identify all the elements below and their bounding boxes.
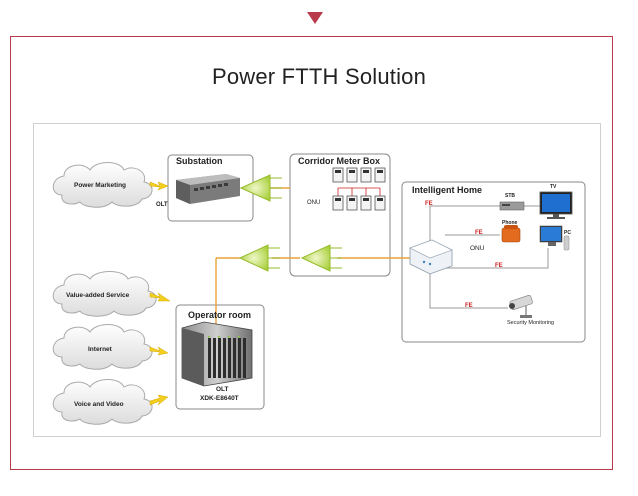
- operator-model-label: XDK-E8640T: [200, 395, 239, 402]
- corridor-title: Corridor Meter Box: [298, 156, 381, 166]
- stb-label: STB: [505, 193, 515, 199]
- lightning-icon: [149, 394, 169, 406]
- cloud-label-internet: Internet: [88, 346, 112, 353]
- operator-title: Operator room: [188, 310, 252, 320]
- splitter-icon: [300, 244, 342, 272]
- substation-olt-label: OLT: [156, 202, 168, 208]
- operator-olt-label: OLT: [216, 386, 229, 393]
- fe-tag: FE: [495, 263, 503, 269]
- olt-device: [176, 174, 240, 204]
- phone-device: [501, 225, 521, 243]
- cloud-label-voice-video: Voice and Video: [74, 401, 124, 408]
- tv-label: TV: [550, 184, 557, 190]
- corridor-box: [289, 153, 391, 277]
- intelligent-home-box: [401, 181, 586, 343]
- fe-tag: FE: [465, 303, 473, 309]
- splitter-icon: [239, 174, 282, 202]
- cloud-label-value-added: Value-added Service: [66, 292, 130, 299]
- cloud-label-power-marketing: Power Marketing: [74, 182, 127, 189]
- cloud-icon: [52, 324, 153, 370]
- meter-devices: [332, 167, 386, 211]
- pc-device: [539, 225, 570, 251]
- page-title: Power FTTH Solution: [211, 64, 427, 89]
- home-title: Intelligent Home: [412, 185, 483, 195]
- corridor-onu-label: ONU: [307, 200, 321, 206]
- lightning-icon: [149, 292, 171, 302]
- lightning-icon: [149, 346, 169, 356]
- camera-device: [509, 295, 533, 318]
- cloud-icon: [52, 271, 157, 317]
- cloud-icon: [52, 162, 153, 208]
- pc-label: PC: [564, 230, 571, 236]
- olt-rack: [181, 321, 253, 387]
- security-label: Security Monitoring: [507, 320, 555, 326]
- tv-device: [539, 191, 573, 219]
- home-onu-label: ONU: [470, 245, 485, 252]
- chevron-down-icon: [307, 12, 323, 24]
- fe-tag: FE: [425, 201, 433, 207]
- substation-title: Substation: [176, 156, 223, 166]
- content-frame: [10, 36, 613, 470]
- onu-router: [409, 239, 453, 275]
- splitter-icon: [238, 244, 280, 272]
- fe-tag: FE: [475, 230, 483, 236]
- cloud-icon: [52, 379, 153, 425]
- lightning-icon: [149, 181, 169, 191]
- phone-label: Phone: [502, 220, 518, 226]
- stb-device: [499, 201, 525, 211]
